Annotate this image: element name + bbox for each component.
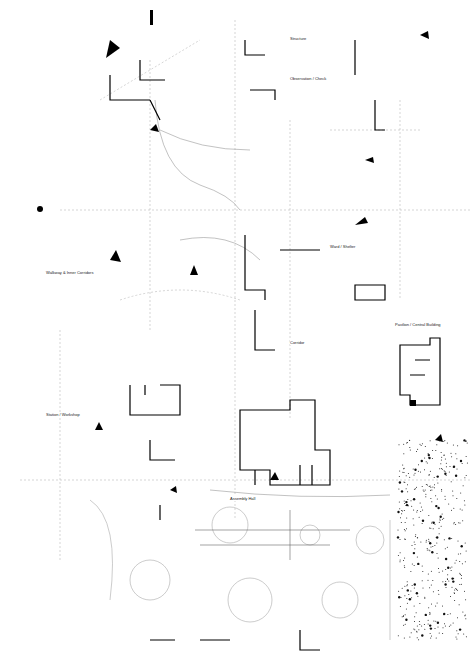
plan-label: Assembly Hall (230, 496, 255, 501)
plan-label: Station / Workshop (46, 412, 80, 417)
plan-label: Pavilion / Central Building (395, 322, 441, 327)
plan-label: Corridor (290, 340, 304, 345)
plan-label: Observation / Check (290, 76, 326, 81)
plan-label: Walkway & Inner Corridors (46, 270, 93, 275)
plan-label: Ward / Shelter (330, 244, 355, 249)
plan-label: Structure (290, 36, 306, 41)
